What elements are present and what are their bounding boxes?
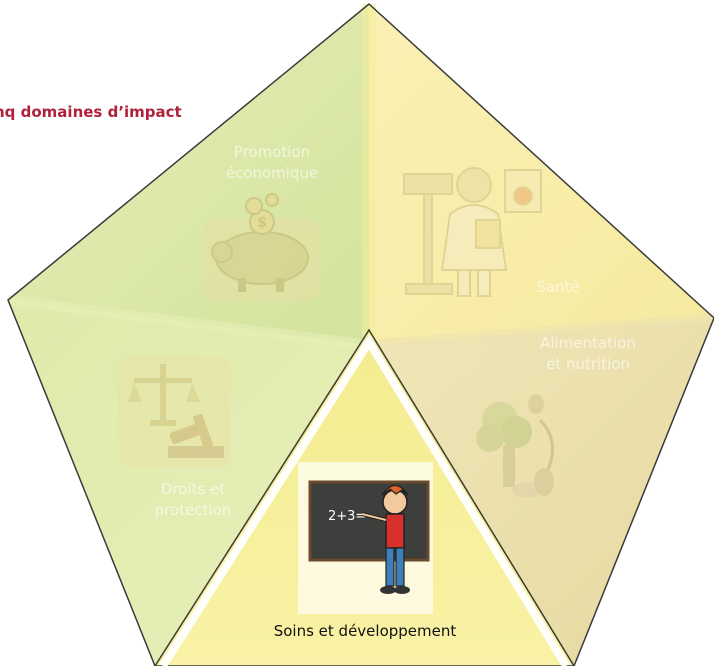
doctor-icon xyxy=(403,167,542,297)
inner-triangle-white-edge xyxy=(159,334,570,669)
segment-label-droits: Droits et protection xyxy=(154,480,232,519)
divider-right xyxy=(368,313,714,350)
blackboard-text: 2+3= xyxy=(328,509,366,524)
vegetables-icon xyxy=(476,394,554,498)
teacher-blackboard-icon: 2+3= xyxy=(298,462,433,614)
diagram-title: nq domaines d’impact xyxy=(0,103,182,121)
segment-label-soins: Soins et développement xyxy=(273,622,457,640)
segment-droits xyxy=(8,300,369,666)
segment-sante xyxy=(369,4,714,345)
segment-label-sante: Santé xyxy=(536,278,580,296)
svg-text:$: $ xyxy=(257,215,267,231)
divider-left xyxy=(7,295,370,350)
piggy-bank-icon: $ xyxy=(202,193,320,302)
scales-gavel-icon xyxy=(118,356,230,468)
segment-label-alimentation: Alimentation et nutrition xyxy=(540,334,636,373)
segment-label-promotion: Promotion économique xyxy=(225,143,319,182)
inner-triangle-outline xyxy=(154,328,575,667)
